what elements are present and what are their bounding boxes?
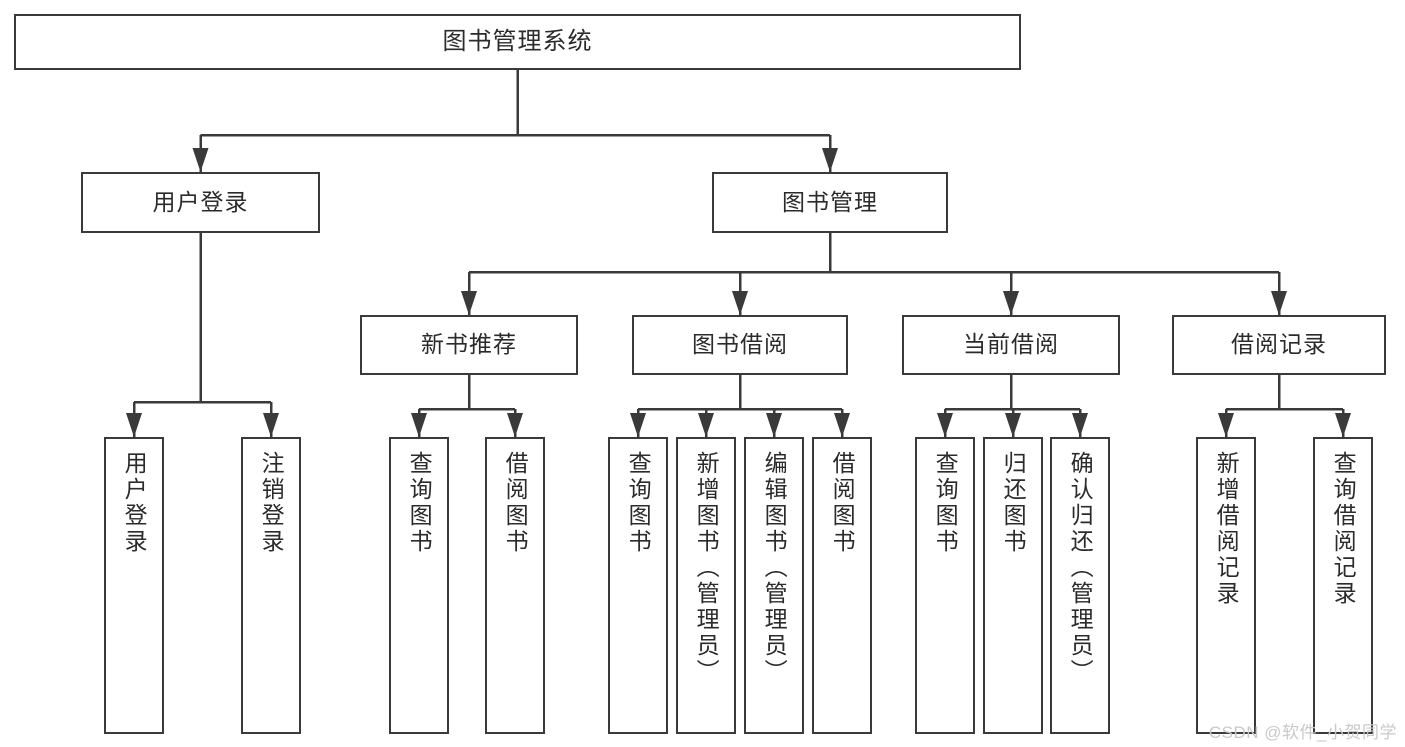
- node-label: 查询图书: [625, 451, 652, 555]
- arrow-head-icon: [766, 413, 782, 437]
- node-label: 查询借阅记录: [1330, 451, 1357, 607]
- node-l_bborrow[interactable]: 借阅图书: [812, 437, 872, 734]
- arrow-head-icon: [411, 413, 427, 437]
- arrow-head-icon: [263, 413, 279, 437]
- node-label: 图书管理: [782, 188, 878, 215]
- node-l_radd[interactable]: 新增借阅记录: [1196, 437, 1256, 734]
- node-current[interactable]: 当前借阅: [902, 315, 1120, 375]
- node-label: 用户登录: [121, 451, 148, 555]
- arrow-head-icon: [630, 413, 646, 437]
- arrow-head-icon: [1335, 413, 1351, 437]
- arrow-head-icon: [822, 148, 838, 172]
- node-label: 图书管理系统: [442, 27, 593, 55]
- node-root[interactable]: 图书管理系统: [14, 14, 1021, 70]
- node-label: 用户登录: [152, 188, 249, 215]
- node-l_logout[interactable]: 注销登录: [241, 437, 301, 734]
- arrow-head-icon: [698, 413, 714, 437]
- arrow-head-icon: [732, 291, 748, 315]
- arrow-head-icon: [1072, 413, 1088, 437]
- node-label: 图书借阅: [692, 331, 788, 358]
- arrow-head-icon: [1003, 291, 1019, 315]
- arrow-head-icon: [461, 291, 477, 315]
- node-label: 新增借阅记录: [1213, 451, 1240, 607]
- node-label: 查询图书: [932, 451, 959, 555]
- node-borrow[interactable]: 图书借阅: [632, 315, 848, 375]
- node-label: 查询图书: [406, 451, 433, 555]
- node-label: 编辑图书（管理员）: [761, 451, 788, 685]
- node-label: 当前借阅: [963, 331, 1059, 358]
- node-label: 新书推荐: [421, 331, 517, 358]
- node-l_cconfirm[interactable]: 确认归还（管理员）: [1050, 437, 1110, 734]
- node-label: 借阅图书: [502, 451, 529, 555]
- node-l_bedit[interactable]: 编辑图书（管理员）: [744, 437, 804, 734]
- arrow-head-icon: [937, 413, 953, 437]
- node-l_cq[interactable]: 查询图书: [915, 437, 975, 734]
- node-l_login[interactable]: 用户登录: [104, 437, 164, 734]
- node-label: 确认归还（管理员）: [1067, 451, 1094, 685]
- node-label: 借阅记录: [1231, 331, 1327, 358]
- arrow-head-icon: [192, 148, 209, 172]
- watermark-label: CSDN @软件_小贺同学: [1208, 723, 1397, 742]
- node-bookmgmt[interactable]: 图书管理: [712, 172, 948, 233]
- node-label: 注销登录: [258, 451, 285, 555]
- node-label: 借阅图书: [829, 451, 856, 555]
- node-label: 新增图书（管理员）: [693, 451, 720, 685]
- node-l_creturn[interactable]: 归还图书: [983, 437, 1043, 734]
- node-l_badd[interactable]: 新增图书（管理员）: [676, 437, 736, 734]
- arrow-head-icon: [507, 413, 523, 437]
- node-newbook[interactable]: 新书推荐: [360, 315, 578, 375]
- arrow-head-icon: [1005, 413, 1021, 437]
- node-l_rquery[interactable]: 查询借阅记录: [1313, 437, 1373, 734]
- arrow-head-icon: [1218, 413, 1234, 437]
- arrow-head-icon: [834, 413, 850, 437]
- node-label: 归还图书: [1000, 451, 1027, 555]
- arrow-head-icon: [1271, 291, 1287, 315]
- node-login[interactable]: 用户登录: [81, 172, 320, 233]
- node-records[interactable]: 借阅记录: [1172, 315, 1386, 375]
- node-l_nb_query[interactable]: 查询图书: [389, 437, 449, 734]
- node-l_nb_borrow[interactable]: 借阅图书: [485, 437, 545, 734]
- node-l_bq[interactable]: 查询图书: [608, 437, 668, 734]
- arrow-head-icon: [126, 413, 142, 437]
